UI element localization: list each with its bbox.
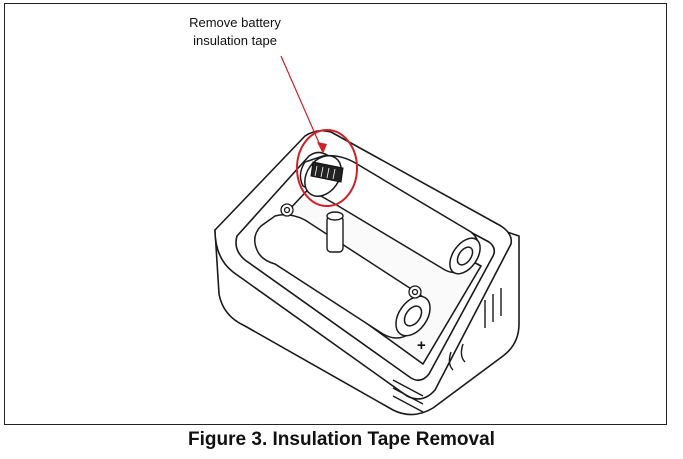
figure-frame: + Remove battery insulation tape [4, 3, 667, 425]
figure-caption: Figure 3. Insulation Tape Removal [188, 429, 495, 450]
callout-arrow-line [280, 55, 324, 153]
highlight-annotation [280, 55, 358, 207]
center-post [326, 211, 344, 253]
battery-compartment-drawing: + [214, 55, 520, 416]
insulation-tape [310, 161, 344, 183]
battery-lower [254, 213, 431, 339]
vent-slots [392, 288, 502, 413]
callout-label: Remove battery insulation tape [165, 14, 305, 50]
callout-line-1: Remove battery [189, 15, 281, 30]
callout-line-2: insulation tape [193, 33, 277, 48]
callout-arrowhead [317, 142, 327, 154]
polarity-plus: + [417, 337, 426, 354]
highlight-circle [296, 129, 358, 207]
